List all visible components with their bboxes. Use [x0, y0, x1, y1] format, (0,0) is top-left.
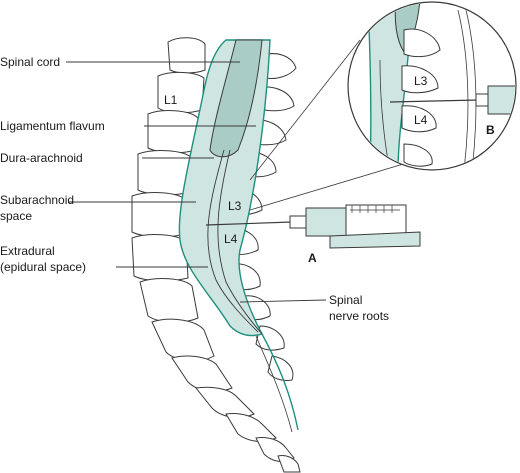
label-dura-arachnoid: Dura-arachnoid	[0, 151, 83, 165]
leader-lines	[66, 61, 327, 303]
label-extradural-line1: Extradural	[0, 244, 55, 258]
inset-vertebra-label-l4: L4	[414, 113, 428, 127]
vertebra-label-l1: L1	[164, 93, 178, 107]
panel-label-b: B	[486, 123, 495, 137]
vertebra-label-l3: L3	[228, 199, 242, 213]
inset-vertebra-label-l3: L3	[414, 74, 428, 88]
label-spinal-cord: Spinal cord	[0, 55, 60, 69]
label-ligamentum-flavum: Ligamentum flavum	[0, 119, 105, 133]
inset-b	[249, 1, 517, 211]
label-nerve-roots-line1: Spinal	[329, 293, 362, 307]
vertebral-column	[131, 37, 301, 473]
label-subarachnoid-line1: Subarachnoid	[0, 193, 74, 207]
label-extradural-line2: (epidural space)	[0, 260, 86, 274]
syringe-a	[205, 204, 421, 249]
vertebra-label-l4: L4	[224, 232, 238, 246]
panel-label-a: A	[308, 251, 317, 265]
dural-sac	[178, 39, 299, 433]
label-nerve-roots-line2: nerve roots	[329, 309, 389, 323]
label-subarachnoid-line2: space	[0, 209, 32, 223]
